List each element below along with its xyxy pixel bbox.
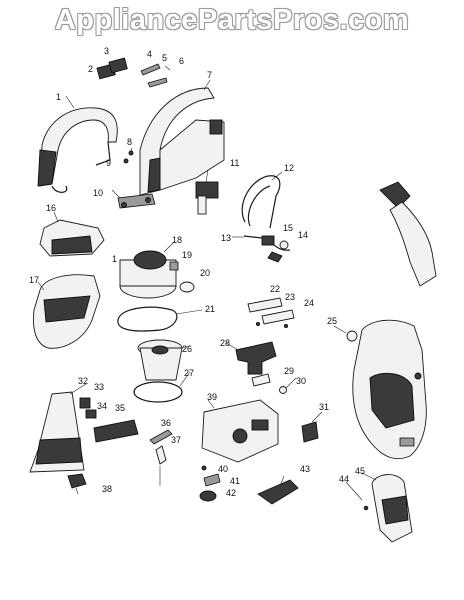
callout-26: 26	[182, 344, 192, 354]
callout-16: 16	[46, 203, 56, 213]
part-screws-8-9	[123, 150, 134, 164]
part-small-springs	[140, 63, 171, 88]
callout-39: 39	[207, 392, 217, 402]
callout-36: 36	[161, 418, 171, 428]
callout-18: 18	[172, 235, 182, 245]
part-pump-assembly	[243, 235, 291, 263]
part-handle	[379, 181, 437, 287]
callout-13: 13	[221, 233, 231, 243]
part-switch	[195, 181, 219, 215]
callout-30: 30	[296, 376, 306, 386]
callout-31: 31	[319, 402, 329, 412]
callout-40: 40	[218, 464, 228, 474]
callout-6: 6	[179, 56, 184, 66]
callout-7: 7	[207, 70, 212, 80]
callout-21: 21	[205, 304, 215, 314]
callout-24: 24	[304, 298, 314, 308]
callout-41: 41	[230, 476, 240, 486]
callout-37: 37	[171, 435, 181, 445]
callout-1-motor: 1	[112, 254, 117, 264]
part-solution-tank	[33, 274, 101, 349]
part-bracket	[117, 193, 156, 209]
callout-23: 23	[285, 292, 295, 302]
part-tank-top	[39, 219, 105, 257]
part-impeller-cup	[137, 339, 183, 381]
callout-4: 4	[147, 49, 152, 59]
callout-9: 9	[106, 158, 111, 168]
callout-35: 35	[115, 403, 125, 413]
callout-8: 8	[127, 137, 132, 147]
part-nozzle-tip	[67, 473, 87, 495]
callout-17: 17	[29, 275, 39, 285]
callout-1: 1	[56, 92, 61, 102]
callout-12: 12	[284, 163, 294, 173]
part-o-ring	[133, 381, 183, 403]
callout-22: 22	[270, 284, 280, 294]
part-brush-set	[79, 397, 139, 443]
callout-20: 20	[200, 268, 210, 278]
callout-25: 25	[327, 316, 337, 326]
callout-labels: 1 2 3 4 5 6 7 8 9 10 11 12 13 14 15 16 1…	[29, 46, 365, 498]
callout-2: 2	[88, 64, 93, 74]
callout-11: 11	[230, 158, 239, 168]
part-tubing-loop	[241, 175, 281, 229]
callout-38: 38	[102, 484, 112, 494]
part-hose	[37, 107, 118, 193]
part-connector	[301, 421, 319, 443]
callout-42: 42	[226, 488, 236, 498]
part-rear-cover	[363, 474, 413, 543]
part-motor-cap	[179, 281, 195, 293]
part-roller-and-cap	[199, 465, 221, 502]
callout-10: 10	[93, 188, 103, 198]
part-upper-housing	[139, 87, 225, 196]
callout-14: 14	[298, 230, 308, 240]
callout-43: 43	[300, 464, 310, 474]
leader-lines	[37, 79, 377, 501]
part-nozzle	[29, 391, 85, 473]
callout-27: 27	[184, 368, 194, 378]
part-motor	[119, 250, 179, 299]
part-main-body	[352, 319, 427, 460]
callout-33: 33	[94, 382, 104, 392]
part-clamp-brackets	[247, 297, 295, 329]
callout-29: 29	[284, 366, 294, 376]
callout-3: 3	[104, 46, 109, 56]
part-base-housing	[201, 399, 279, 463]
part-clip-and-screw	[149, 429, 173, 486]
callout-34: 34	[97, 401, 107, 411]
callout-44: 44	[339, 474, 349, 484]
callout-28: 28	[220, 338, 230, 348]
callout-19: 19	[182, 250, 192, 260]
part-gasket-ring	[117, 306, 178, 332]
part-ball	[346, 330, 358, 342]
callout-32: 32	[78, 376, 88, 386]
part-base-plate	[257, 479, 299, 505]
callout-45: 45	[355, 466, 365, 476]
part-filter-pair	[96, 57, 128, 80]
watermark-text: AppliancePartsPros.com	[54, 4, 410, 36]
part-valve-assembly	[235, 341, 287, 394]
callout-15: 15	[283, 223, 293, 233]
callout-5: 5	[162, 53, 167, 63]
